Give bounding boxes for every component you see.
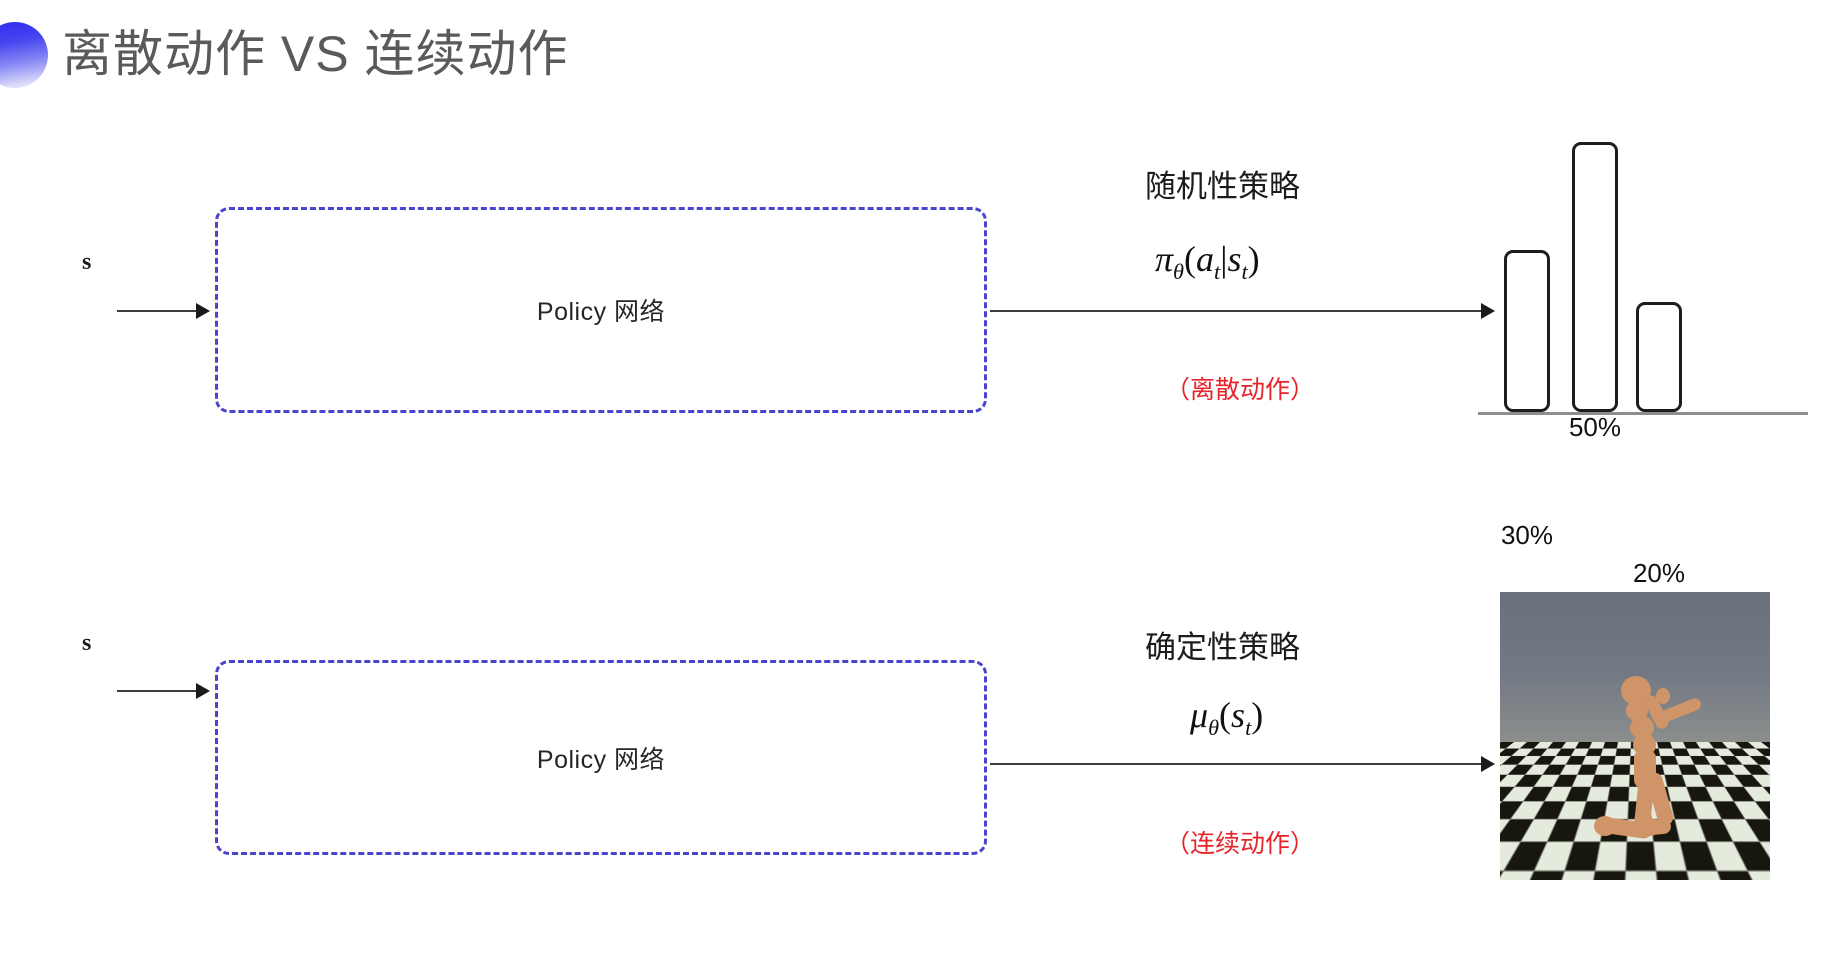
formula-theta-subscript: θ xyxy=(1208,715,1220,741)
formula-state-subscript: t xyxy=(1241,259,1248,285)
input-arrow-line-continuous xyxy=(117,690,202,692)
policy-network-label-continuous: Policy 网络 xyxy=(536,745,666,774)
figure-foot-right xyxy=(1640,818,1660,836)
formula-conditional-bar: | xyxy=(1220,239,1228,279)
output-arrow-line-continuous xyxy=(990,763,1485,765)
policy-formula-continuous: μθ(st) xyxy=(1190,694,1263,741)
policy-network-box-continuous[interactable]: Policy 网络 xyxy=(215,660,987,855)
bar-value-label: 30% xyxy=(1500,520,1554,550)
humanoid-simulation-image xyxy=(1500,592,1770,880)
formula-state-symbol: s xyxy=(1227,239,1242,279)
bar-rect xyxy=(1504,250,1550,412)
formula-close-paren: ) xyxy=(1251,695,1264,735)
action-probability-bar-chart: 30% 上 50% 停 20% 下 xyxy=(1478,95,1808,729)
figure-foot-left xyxy=(1594,816,1616,836)
policy-network-box-discrete[interactable]: Policy 网络 xyxy=(215,207,987,413)
state-input-label-continuous: s xyxy=(82,630,92,656)
output-arrow-head-continuous xyxy=(1481,756,1495,772)
action-type-tag-discrete: （离散动作） xyxy=(1165,376,1316,404)
gradient-circle-bullet-icon xyxy=(0,22,48,88)
bar-rect xyxy=(1636,302,1682,412)
figure-mid-torso xyxy=(1630,716,1654,739)
input-arrow-head-continuous xyxy=(196,683,210,699)
formula-open-paren: ( xyxy=(1184,239,1197,279)
output-arrow-head-discrete xyxy=(1481,303,1495,319)
formula-action-symbol: a xyxy=(1196,239,1215,279)
bar-rect xyxy=(1572,142,1618,412)
formula-pi-symbol: π xyxy=(1155,239,1174,279)
policy-kind-label-discrete: 随机性策略 xyxy=(1145,169,1300,204)
formula-close-paren: ) xyxy=(1247,239,1260,279)
chart-baseline-axis xyxy=(1478,412,1808,415)
output-arrow-line-discrete xyxy=(990,310,1485,312)
policy-formula-discrete: πθ(at|st) xyxy=(1155,238,1260,285)
formula-state-symbol: s xyxy=(1231,695,1246,735)
formula-theta-subscript: θ xyxy=(1173,259,1185,285)
bar-value-label: 50% xyxy=(1568,412,1622,442)
formula-state-subscript: t xyxy=(1245,715,1252,741)
formula-open-paren: ( xyxy=(1219,695,1232,735)
policy-network-label-discrete: Policy 网络 xyxy=(536,298,666,326)
input-arrow-head-discrete xyxy=(196,303,210,319)
bar-value-label: 20% xyxy=(1632,558,1686,588)
figure-shadow xyxy=(1592,836,1684,850)
state-input-label-discrete: s xyxy=(82,249,92,275)
page-title: 离散动作 VS 连续动作 xyxy=(62,26,569,82)
input-arrow-line-discrete xyxy=(117,310,202,312)
policy-kind-label-continuous: 确定性策略 xyxy=(1145,630,1300,665)
figure-upper-torso xyxy=(1626,700,1648,721)
figure-hand xyxy=(1656,688,1670,704)
formula-mu-symbol: μ xyxy=(1190,695,1209,735)
action-type-tag-continuous: （连续动作） xyxy=(1165,830,1316,858)
formula-action-subscript: t xyxy=(1214,259,1221,285)
